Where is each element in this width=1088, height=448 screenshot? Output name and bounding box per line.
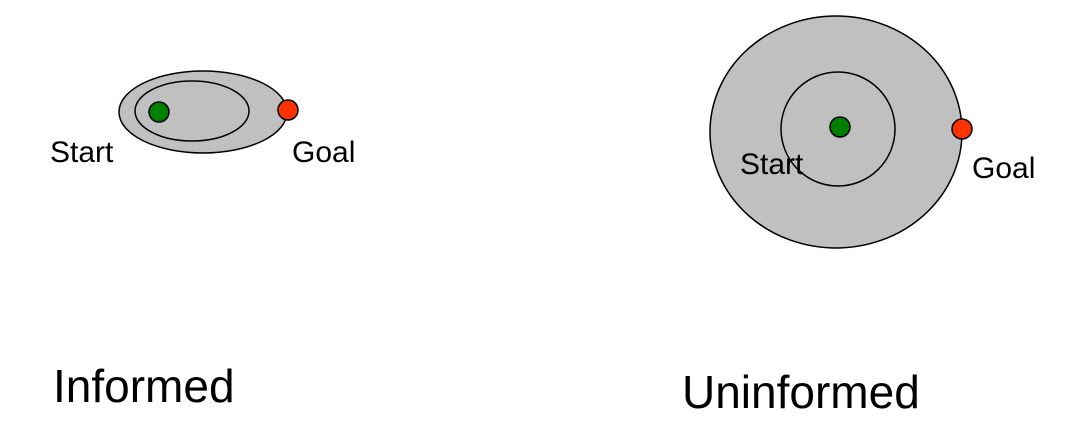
uninformed-start-node — [829, 116, 851, 138]
informed-goal-node — [277, 99, 299, 121]
uninformed-title: Uninformed — [682, 366, 920, 418]
informed-start-label: Start — [50, 136, 114, 169]
uninformed-panel: Start Goal Uninformed — [682, 15, 1035, 418]
informed-title: Informed — [53, 360, 235, 412]
informed-goal-label: Goal — [292, 136, 355, 169]
uninformed-goal-label: Goal — [972, 152, 1035, 185]
uninformed-goal-node — [951, 118, 973, 140]
informed-start-node — [148, 101, 170, 123]
uninformed-inner-region — [780, 71, 896, 187]
uninformed-start-label: Start — [740, 148, 804, 181]
informed-panel: Start Goal Informed — [50, 70, 355, 412]
informed-inner-region — [134, 80, 250, 142]
